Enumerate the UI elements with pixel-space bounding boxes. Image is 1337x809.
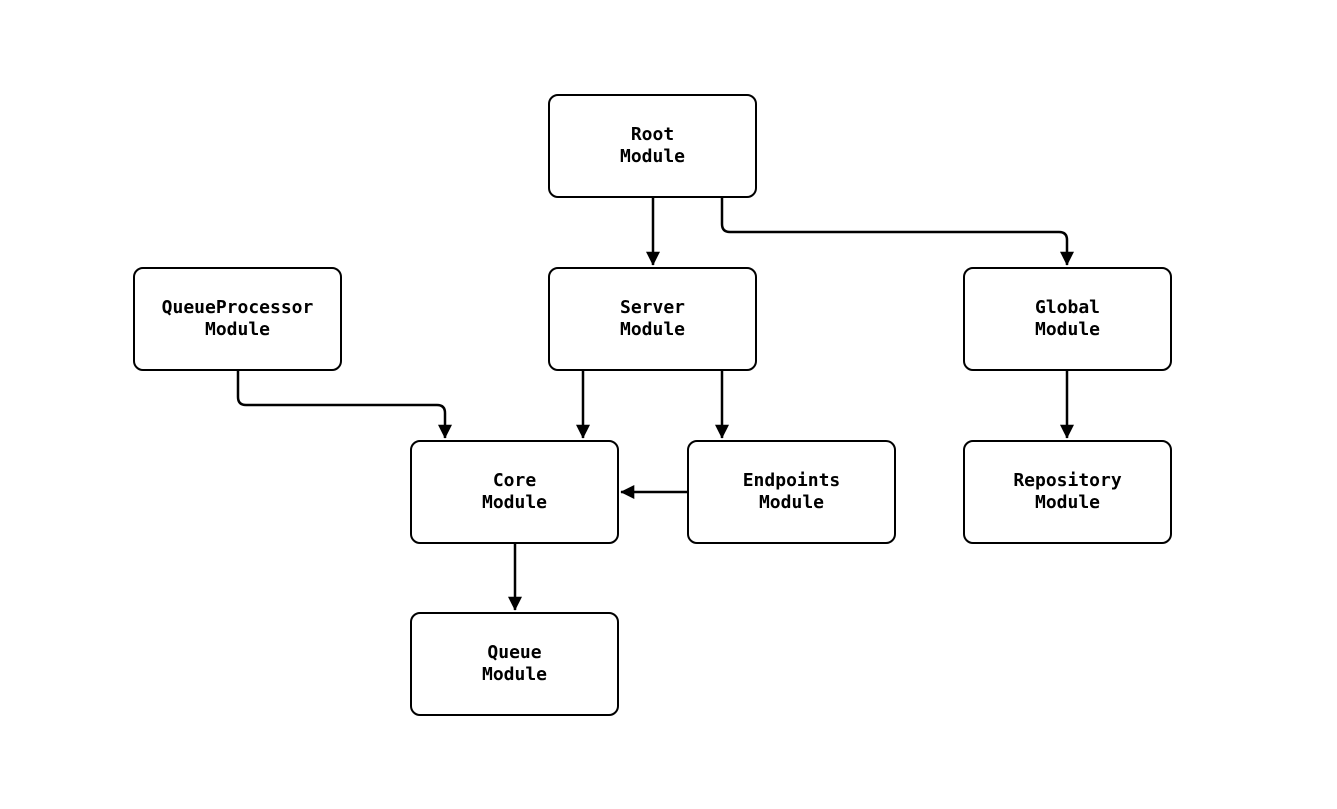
edge-root-to-global bbox=[720, 198, 1074, 266]
node-server-module: Server Module bbox=[548, 267, 757, 371]
node-label: Server Module bbox=[619, 297, 686, 340]
node-label: Repository Module bbox=[1013, 470, 1122, 513]
node-label: Endpoints Module bbox=[742, 470, 841, 513]
node-label: Queue Module bbox=[481, 642, 548, 685]
node-global-module: Global Module bbox=[963, 267, 1172, 371]
node-label: Global Module bbox=[1034, 297, 1101, 340]
node-queue-module: Queue Module bbox=[410, 612, 619, 716]
node-label: Root Module bbox=[619, 124, 686, 167]
node-endpoints-module: Endpoints Module bbox=[687, 440, 896, 544]
node-root-module: Root Module bbox=[548, 94, 757, 198]
node-label: QueueProcessor Module bbox=[161, 297, 314, 340]
node-label: Core Module bbox=[481, 470, 548, 513]
node-core-module: Core Module bbox=[410, 440, 619, 544]
node-repository-module: Repository Module bbox=[963, 440, 1172, 544]
edge-queueprocessor-to-core bbox=[236, 371, 452, 439]
node-queueprocessor-module: QueueProcessor Module bbox=[133, 267, 342, 371]
